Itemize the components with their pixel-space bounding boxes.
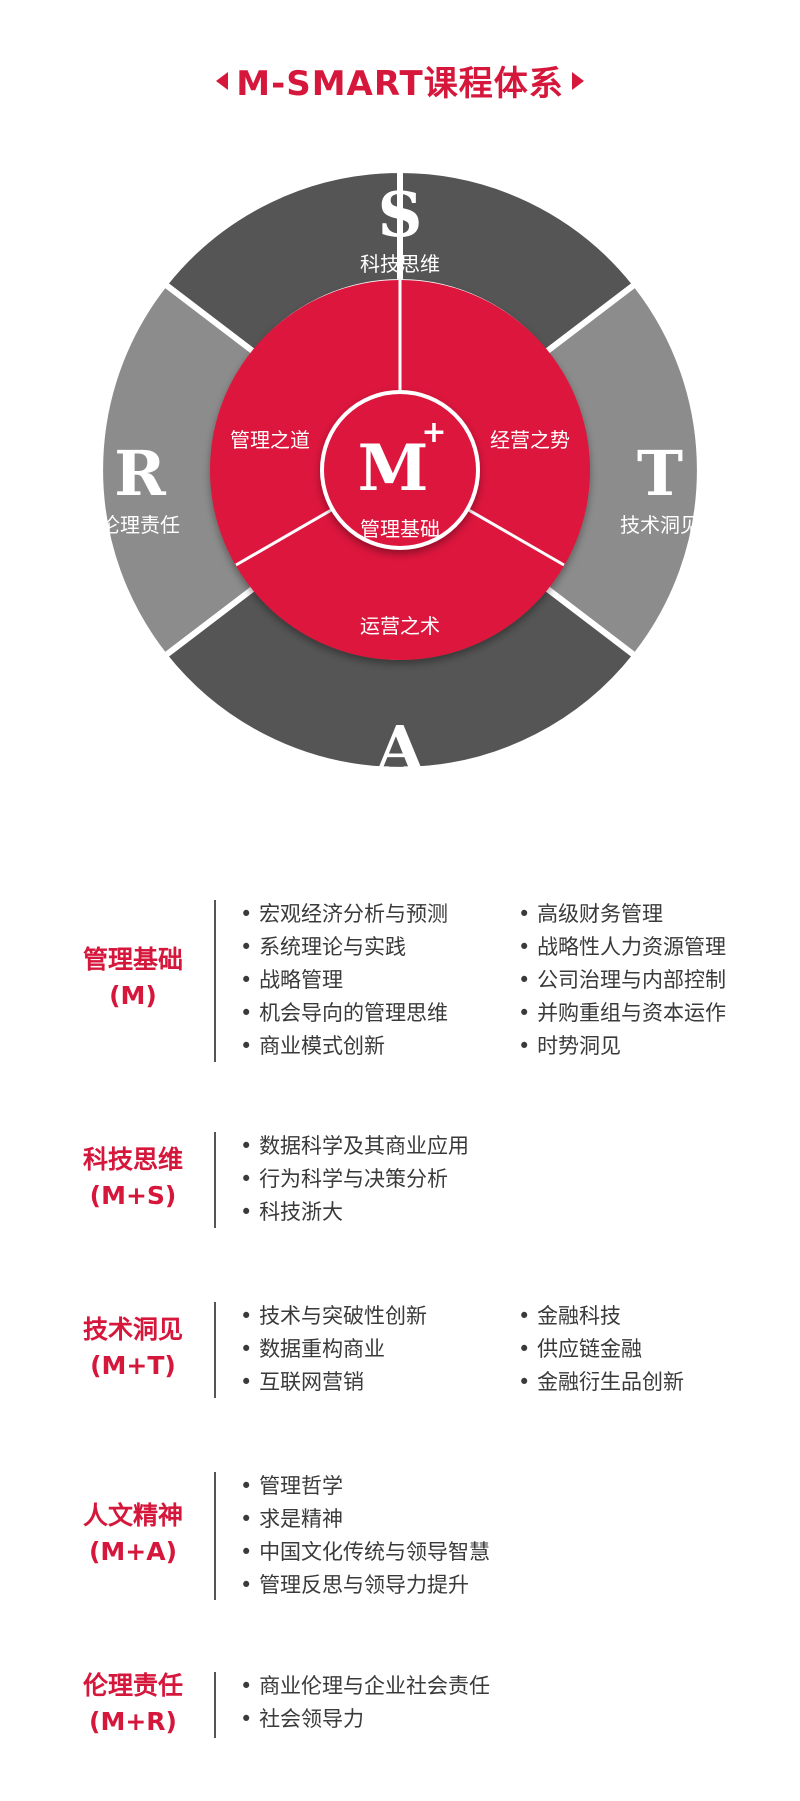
- list-item: 金融科技: [518, 1300, 684, 1333]
- course-list-left: 数据科学及其商业应用 行为科学与决策分析 科技浙大: [240, 1130, 469, 1229]
- list-item: 时势洞见: [518, 1030, 726, 1063]
- list-item: 公司治理与内部控制: [518, 964, 726, 997]
- course-list-left: 宏观经济分析与预测 系统理论与实践 战略管理 机会导向的管理思维 商业模式创新: [240, 898, 448, 1063]
- list-item: 社会领导力: [240, 1703, 490, 1736]
- section-ethics: 伦理责任 (M+R) 商业伦理与企业社会责任 社会领导力: [0, 1670, 800, 1740]
- section-divider: [214, 1132, 216, 1228]
- section-tech-thinking: 科技思维 (M+S) 数据科学及其商业应用 行为科学与决策分析 科技浙大: [0, 1130, 800, 1230]
- section-code: (M): [109, 981, 157, 1010]
- section-title: 伦理责任 (M+R): [58, 1668, 208, 1740]
- center-ring: [320, 390, 480, 550]
- section-code: (M+T): [90, 1351, 176, 1380]
- section-divider: [214, 1472, 216, 1600]
- section-title: 技术洞见 (M+T): [58, 1312, 208, 1384]
- list-item: 求是精神: [240, 1503, 490, 1536]
- section-title: 人文精神 (M+A): [58, 1498, 208, 1570]
- section-code: (M+A): [88, 1537, 178, 1566]
- section-title: 管理基础 (M): [58, 942, 208, 1014]
- list-item: 系统理论与实践: [240, 931, 448, 964]
- section-title: 科技思维 (M+S): [58, 1142, 208, 1214]
- page-title: M-SMART课程体系: [236, 64, 564, 104]
- list-item: 战略管理: [240, 964, 448, 997]
- center-letter: M: [358, 431, 429, 506]
- title-row: M-SMART课程体系: [0, 56, 800, 105]
- outer-ring: [97, 166, 703, 773]
- inner-label-bottom: 运营之术: [360, 614, 440, 638]
- list-item: 管理反思与领导力提升: [240, 1569, 490, 1602]
- course-list-right: 高级财务管理 战略性人力资源管理 公司治理与内部控制 并购重组与资本运作 时势洞…: [518, 898, 726, 1063]
- list-item: 并购重组与资本运作: [518, 997, 726, 1030]
- course-list-left: 管理哲学 求是精神 中国文化传统与领导智慧 管理反思与领导力提升: [240, 1470, 490, 1602]
- right-triangle-icon: [571, 71, 584, 90]
- outer-letter-right: T: [637, 437, 683, 510]
- list-item: 数据科学及其商业应用: [240, 1130, 469, 1163]
- course-list-right: 金融科技 供应链金融 金融衍生品创新: [518, 1300, 684, 1399]
- list-item: 机会导向的管理思维: [240, 997, 448, 1030]
- center-label: 管理基础: [360, 517, 440, 541]
- list-item: 战略性人力资源管理: [518, 931, 726, 964]
- list-item: 中国文化传统与领导智慧: [240, 1536, 490, 1569]
- inner-label-right: 经营之势: [490, 428, 570, 452]
- course-list-left: 商业伦理与企业社会责任 社会领导力: [240, 1670, 490, 1736]
- list-item: 宏观经济分析与预测: [240, 898, 448, 931]
- list-item: 行为科学与决策分析: [240, 1163, 469, 1196]
- section-divider: [214, 900, 216, 1062]
- list-item: 高级财务管理: [518, 898, 726, 931]
- outer-letter-left: R: [114, 437, 166, 510]
- list-item: 互联网营销: [240, 1366, 427, 1399]
- list-item: 管理哲学: [240, 1470, 490, 1503]
- inner-dividers: [235, 280, 565, 567]
- section-title-text: 人文精神: [82, 1501, 183, 1530]
- section-divider: [214, 1672, 216, 1738]
- outer-letter-bottom: A: [375, 712, 425, 785]
- list-item: 商业模式创新: [240, 1030, 448, 1063]
- inner-label-left: 管理之道: [230, 428, 310, 452]
- section-tech-insight: 技术洞见 (M+T) 技术与突破性创新 数据重构商业 互联网营销 金融科技 供应…: [0, 1300, 800, 1400]
- list-item: 供应链金融: [518, 1333, 684, 1366]
- section-title-text: 管理基础: [82, 945, 183, 974]
- outer-label-bottom: 人文精神: [360, 785, 440, 809]
- section-humanities: 人文精神 (M+A) 管理哲学 求是精神 中国文化传统与领导智慧 管理反思与领导…: [0, 1470, 800, 1600]
- m-smart-wheel: S T A R 科技思维 技术洞见 人文精神 伦理责任 管理之道 经营之势 运营…: [97, 166, 703, 809]
- list-item: 数据重构商业: [240, 1333, 427, 1366]
- section-management-foundation: 管理基础 (M) 宏观经济分析与预测 系统理论与实践 战略管理 机会导向的管理思…: [0, 898, 800, 1063]
- section-title-text: 技术洞见: [82, 1315, 183, 1344]
- section-code: (M+S): [89, 1181, 177, 1210]
- section-divider: [214, 1302, 216, 1398]
- list-item: 科技浙大: [240, 1196, 469, 1229]
- list-item: 技术与突破性创新: [240, 1300, 427, 1333]
- course-list-left: 技术与突破性创新 数据重构商业 互联网营销: [240, 1300, 427, 1399]
- list-item: 金融衍生品创新: [518, 1366, 684, 1399]
- outer-letter-top: S: [378, 178, 423, 251]
- left-triangle-icon: [216, 71, 229, 90]
- center-superscript: +: [421, 415, 446, 450]
- outer-label-left: 伦理责任: [100, 513, 180, 537]
- list-item: 商业伦理与企业社会责任: [240, 1670, 490, 1703]
- section-code: (M+R): [89, 1707, 177, 1736]
- outer-label-right: 技术洞见: [620, 513, 700, 537]
- section-title-text: 科技思维: [82, 1145, 183, 1174]
- section-title-text: 伦理责任: [82, 1671, 183, 1700]
- outer-label-top: 科技思维: [360, 252, 440, 276]
